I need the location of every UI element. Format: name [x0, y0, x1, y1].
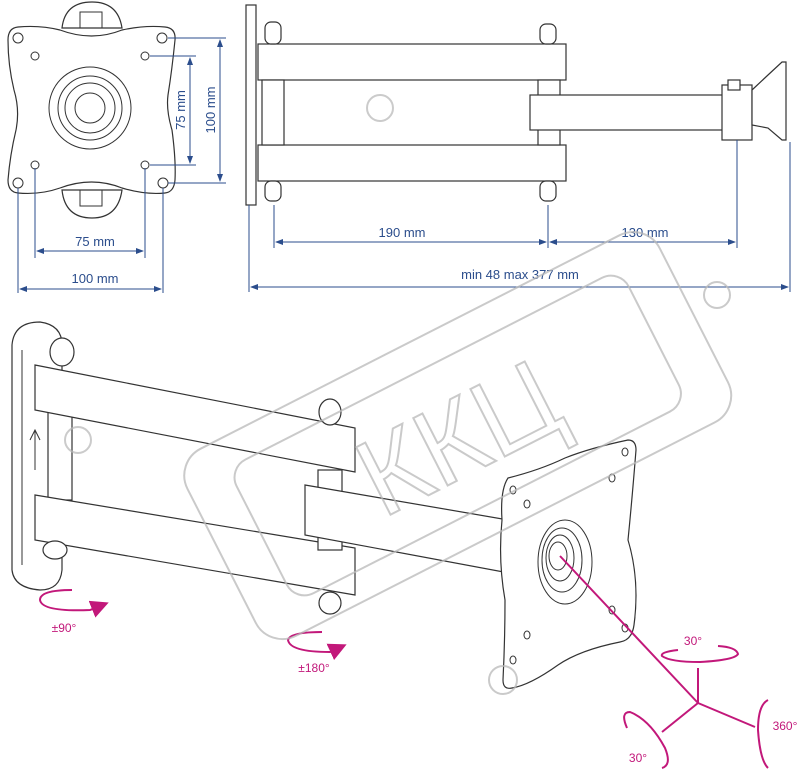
vesa-plate-front-view [7, 1, 176, 219]
wall-hinge-side [261, 79, 285, 146]
second-arm-side [529, 94, 741, 131]
bracket-knob-bottom [79, 189, 103, 207]
plate-bottom-bracket [61, 189, 123, 219]
tilt-top-arrow-icon [660, 645, 740, 664]
joint-cap [42, 540, 68, 560]
dim-100mm-horizontal: 100 mm [72, 271, 119, 286]
bracket-knob-top [79, 11, 103, 29]
joint-cap [49, 337, 75, 367]
rotation-elbow-label: ±180° [298, 661, 330, 675]
rotation-indicators: ±90° ±180° 30° 360° 30° [38, 555, 798, 769]
wall-swivel-arrow-icon [38, 589, 109, 618]
rotation-360-label: 360° [773, 719, 798, 733]
vesa-plate-side [751, 61, 787, 141]
wall-hinge [47, 409, 73, 501]
joint-cap [318, 591, 342, 615]
head-axes [559, 555, 756, 733]
joint-cap [264, 21, 282, 45]
rotation-tilt-bottom-label: 30° [629, 751, 647, 765]
upper-arm [34, 364, 356, 473]
wall-plate-side [245, 4, 257, 206]
elbow-swivel-arrow-icon [286, 631, 347, 661]
joint-cap [264, 180, 282, 202]
tilt-bolt [727, 79, 741, 91]
rotation-tilt-top-label: 30° [684, 634, 702, 648]
dim-190mm: 190 mm [379, 225, 426, 240]
tilt-head-side [721, 84, 753, 141]
plate-hub [537, 519, 593, 605]
plate-outline [7, 25, 176, 195]
dim-total-extension: min 48 max 377 mm [461, 267, 579, 282]
dim-100mm-vertical: 100 mm [203, 87, 218, 134]
lower-arm [34, 494, 356, 596]
joint-cap [539, 180, 557, 202]
plate-top-bracket [61, 1, 123, 29]
joint-cap [539, 23, 557, 45]
center-hub [48, 66, 132, 150]
upper-arm-side [257, 43, 567, 81]
mounting-holes [12, 32, 169, 189]
dim-75mm-horizontal: 75 mm [75, 234, 115, 249]
tilt-bottom-arrow-icon [623, 710, 669, 769]
rotation-wall-label: ±90° [52, 621, 77, 635]
up-arrow-icon [29, 428, 41, 470]
dim-130mm: 130 mm [622, 225, 669, 240]
lower-arm-side [257, 144, 567, 182]
plate-holes [509, 447, 629, 665]
mount-side-view [245, 4, 787, 206]
rotate-360-arrow-icon [756, 699, 769, 769]
front-dimensions: 75 mm 100 mm 75 mm 100 mm [17, 37, 226, 293]
dim-75mm-vertical: 75 mm [173, 90, 188, 130]
